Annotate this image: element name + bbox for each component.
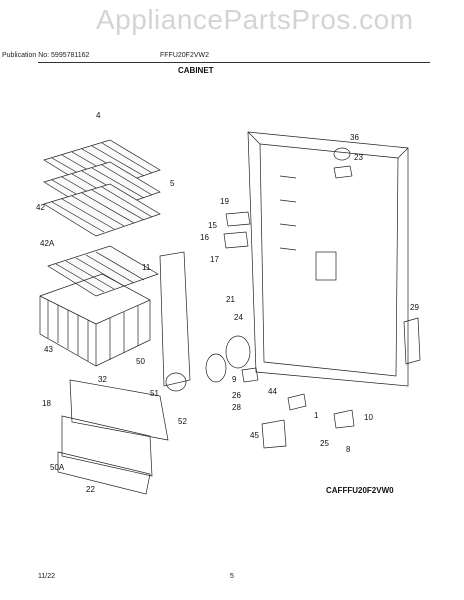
callout-44: 44 [268, 387, 277, 396]
cabinet-liner [247, 131, 409, 387]
model-number: FFFU20F2VW2 [160, 52, 210, 59]
callout-32: 32 [98, 375, 107, 384]
callout-51: 51 [150, 389, 159, 398]
callout-28: 28 [232, 403, 241, 412]
kick-plate [57, 379, 169, 495]
callout-25: 25 [320, 439, 329, 448]
callout-22: 22 [86, 485, 95, 494]
section-title: CABINET [178, 66, 214, 75]
callout-42: 42 [36, 203, 45, 212]
callout-21: 21 [226, 295, 235, 304]
callout-42a: 42A [40, 239, 55, 248]
callout-50: 50 [136, 357, 145, 366]
callout-18: 18 [42, 399, 51, 408]
callout-23: 23 [354, 153, 363, 162]
callout-1: 1 [314, 411, 319, 420]
callout-26: 26 [232, 391, 241, 400]
footer-page: 5 [230, 573, 234, 580]
callout-45: 45 [250, 431, 259, 440]
side-bracket [403, 317, 421, 365]
control-housing [223, 211, 251, 249]
callout-43: 43 [44, 345, 53, 354]
air-duct-panel [159, 251, 191, 392]
callout-15: 15 [208, 221, 217, 230]
wire-shelf-lower [47, 245, 159, 297]
callout-9: 9 [232, 375, 237, 384]
diagram-code: CAFFFU20F2VW0 [326, 486, 394, 495]
callout-17: 17 [210, 255, 219, 264]
callout-5: 5 [170, 179, 175, 188]
callout-11: 11 [142, 263, 151, 272]
publication-number: Publication No: 5995781162 [2, 52, 90, 59]
callout-19: 19 [220, 197, 229, 206]
callout-4: 4 [96, 111, 101, 120]
wire-shelf-bottom [43, 183, 161, 237]
callout-29: 29 [410, 303, 419, 312]
callout-50a: 50A [50, 463, 65, 472]
footer-date: 11/22 [38, 573, 55, 580]
wire-basket [39, 273, 151, 367]
fan-assembly [205, 335, 251, 383]
header-rule [38, 62, 430, 63]
callout-36: 36 [350, 133, 359, 142]
callout-8: 8 [346, 445, 351, 454]
watermark-text: AppliancePartsPros.com [96, 4, 414, 35]
hinge-parts [241, 147, 355, 449]
callout-52: 52 [178, 417, 187, 426]
callout-24: 24 [234, 313, 243, 322]
callout-10: 10 [364, 413, 373, 422]
callout-16: 16 [200, 233, 209, 242]
